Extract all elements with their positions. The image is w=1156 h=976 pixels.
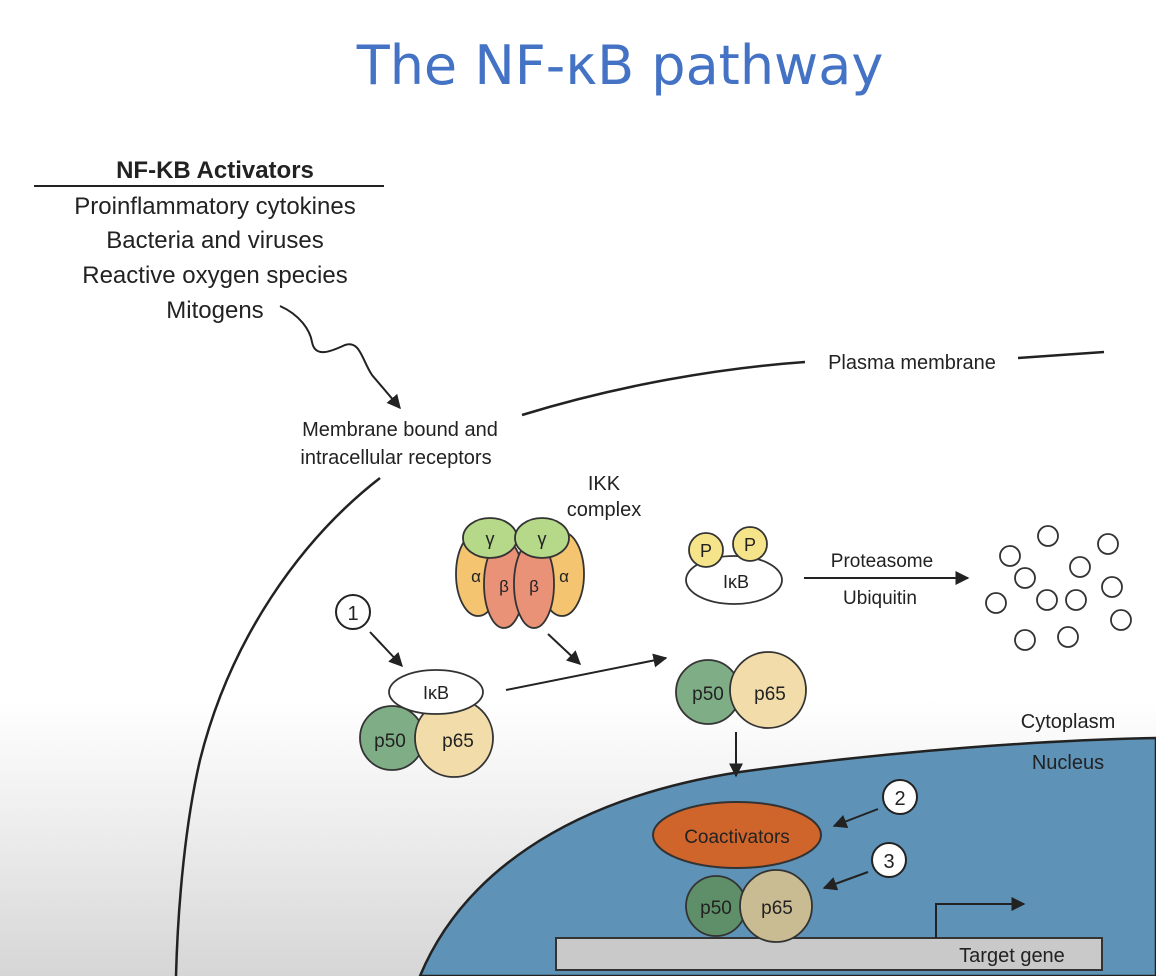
ikb-protein (388, 669, 484, 715)
step-marker (882, 779, 918, 815)
step2-arrow (832, 808, 879, 828)
slide-title: The NF-κB pathway (356, 34, 884, 97)
ikb-label: IκB (723, 572, 749, 592)
ikb-label: IκB (423, 683, 449, 703)
p65-label: p65 (761, 898, 793, 919)
degraded-fragments (985, 525, 1132, 651)
activator-item: Proinflammatory cytokines (74, 193, 355, 220)
transcription-arrow (935, 897, 1026, 938)
step-marker (871, 842, 907, 878)
activator-item: Mitogens (166, 297, 263, 324)
step1-arrow (369, 631, 403, 668)
receptors-label: intracellular receptors (300, 447, 491, 469)
nucleus-label: Nucleus (1032, 752, 1104, 774)
p65-label: p65 (442, 731, 474, 752)
phospho-circle (688, 532, 724, 568)
step-marker (335, 594, 371, 630)
ikk-complex (455, 517, 585, 629)
p65-subunit (739, 869, 813, 943)
ikk-beta-label: β (529, 577, 539, 596)
proteasome-label: Proteasome (831, 551, 933, 572)
p65-label: p65 (754, 684, 786, 705)
p50-label: p50 (700, 898, 732, 919)
step-number: 2 (894, 788, 905, 810)
ikb-phosphorylated (685, 555, 783, 605)
activators-heading: NF-KB Activators (116, 157, 314, 184)
coactivators-label: Coactivators (684, 827, 790, 848)
cytoplasm-label: Cytoplasm (1021, 711, 1115, 733)
activator-item: Bacteria and viruses (106, 227, 323, 254)
ikk-alpha-label: α (559, 567, 569, 586)
ikk-gamma-right (514, 517, 570, 559)
p65-subunit (729, 651, 807, 729)
ikk-arrow (547, 633, 582, 665)
ubiquitin-label: Ubiquitin (843, 588, 917, 609)
step3-arrow (822, 871, 869, 891)
target-gene-label: Target gene (959, 945, 1065, 967)
step-number: 3 (883, 851, 894, 873)
step-number: 1 (347, 603, 358, 625)
p50-label: p50 (692, 684, 724, 705)
phospho-label: P (700, 541, 712, 561)
ikk-gamma-label: γ (538, 529, 547, 549)
plasma-membrane-line (521, 360, 806, 417)
ikk-label: IKK (588, 473, 621, 495)
ikk-beta-label: β (499, 577, 509, 596)
plasma-membrane-line-right (1017, 350, 1105, 360)
receptors-label: Membrane bound and (302, 419, 498, 441)
ikk-alpha-label: α (471, 567, 481, 586)
phospho-label: P (744, 535, 756, 555)
signal-arrow (279, 305, 401, 410)
plasma-membrane-label: Plasma membrane (828, 352, 996, 374)
ikk-gamma-label: γ (486, 529, 495, 549)
release-arrow (505, 653, 668, 691)
phospho-circle (732, 526, 768, 562)
target-gene-dna (555, 937, 1103, 971)
activator-item: Reactive oxygen species (82, 262, 347, 289)
coactivators-protein (652, 801, 822, 869)
p50-label: p50 (374, 731, 406, 752)
ikk-label: complex (567, 499, 641, 521)
cell-membrane-curve (174, 477, 381, 976)
